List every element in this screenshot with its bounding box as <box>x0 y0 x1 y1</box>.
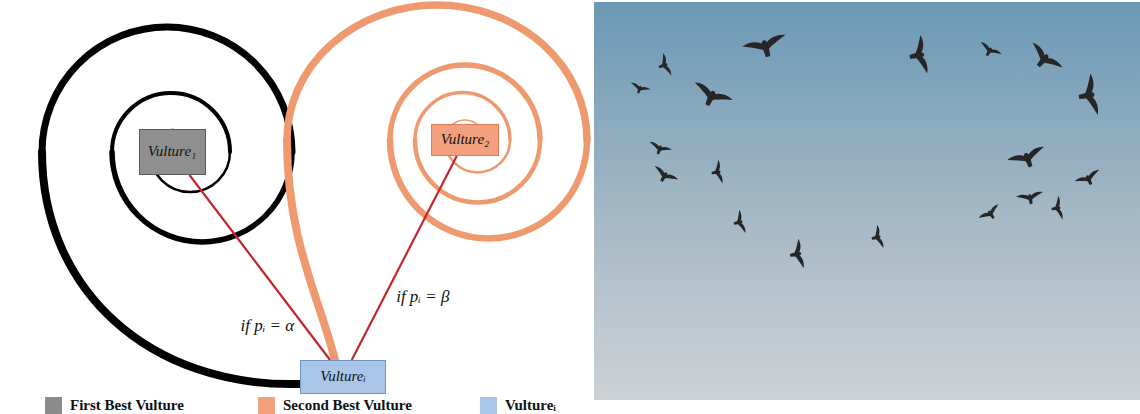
first-best-vulture-box: Vulture₁ <box>139 129 206 175</box>
node-label: Vulture₂ <box>441 131 490 148</box>
bird-silhouette <box>906 35 928 76</box>
bird-silhouette <box>1075 73 1099 117</box>
selection-line <box>352 156 457 360</box>
legend-swatch <box>480 397 497 414</box>
bird-silhouette <box>710 160 724 185</box>
legend-label: Vultureᵢ <box>505 397 556 414</box>
spiral-arc <box>287 5 587 140</box>
bird-silhouette <box>1050 196 1064 221</box>
bird-silhouette <box>628 82 651 97</box>
selection-line <box>189 175 330 360</box>
bird-silhouette <box>688 81 733 114</box>
legend-swatch <box>258 397 275 414</box>
bird-silhouette <box>1074 169 1103 190</box>
bird-silhouette <box>1007 145 1049 173</box>
legend-label: Second Best Vulture <box>283 397 412 414</box>
bird-silhouette <box>978 203 1003 225</box>
sky-background <box>594 2 1140 400</box>
condition-label: if pᵢ = β <box>394 287 451 307</box>
legend-entry: Vultureᵢ <box>480 397 556 414</box>
black-spiral <box>42 27 300 384</box>
bird-silhouette <box>1023 41 1063 78</box>
bird-silhouette <box>788 239 805 271</box>
bird-silhouette <box>869 225 884 251</box>
bird-silhouette <box>976 41 1002 61</box>
bird-silhouette <box>742 33 790 62</box>
bird-silhouette <box>655 53 672 79</box>
legend-label: First Best Vulture <box>70 397 184 414</box>
node-label: Vultureᵢ <box>320 368 366 385</box>
current-vulture-box: Vultureᵢ <box>300 360 386 394</box>
condition-label: if pᵢ = α <box>238 316 296 336</box>
node-label: Vulture₁ <box>148 143 197 160</box>
legend-swatch <box>45 397 62 414</box>
bird-silhouette <box>650 165 679 188</box>
legend-entry: First Best Vulture <box>45 397 184 414</box>
legend-entry: Second Best Vulture <box>258 397 412 414</box>
bird-silhouette <box>1016 191 1044 206</box>
second-best-vulture-box: Vulture₂ <box>431 124 499 156</box>
vulture-photo <box>594 2 1140 400</box>
bird-silhouette <box>647 141 673 158</box>
bird-silhouette <box>731 210 746 236</box>
orange-spiral <box>287 5 587 360</box>
